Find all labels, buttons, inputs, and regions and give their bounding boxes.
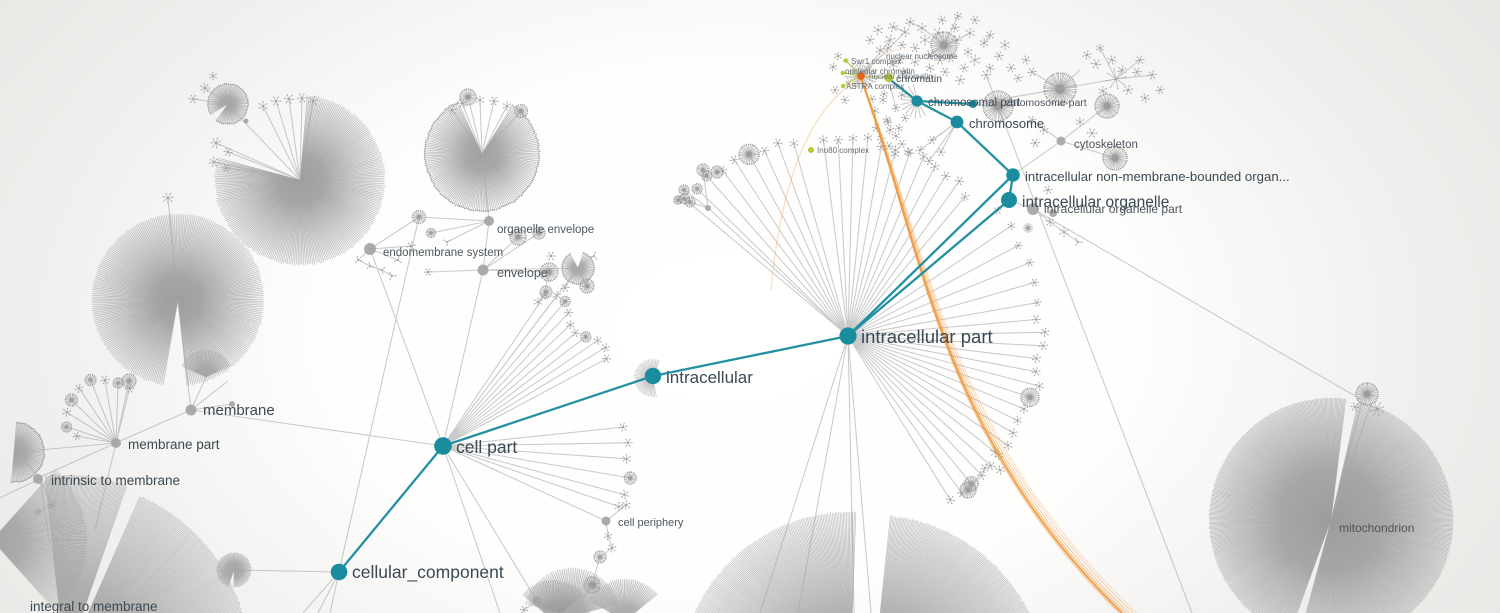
svg-text:cytoskeleton: cytoskeleton (1074, 139, 1138, 151)
svg-text:intracellular organelle: intracellular organelle (1022, 194, 1169, 211)
svg-text:intracellular non-membrane-bou: intracellular non-membrane-bounded organ… (1025, 169, 1290, 184)
svg-text:nuclear chromatin: nuclear chromatin (869, 72, 933, 81)
svg-text:chromosome: chromosome (969, 116, 1044, 131)
svg-text:cell periphery: cell periphery (618, 517, 684, 529)
svg-text:intrinsic to membrane: intrinsic to membrane (51, 473, 180, 488)
svg-text:chromatin: chromatin (896, 73, 942, 85)
svg-text:chromosome part: chromosome part (1005, 97, 1087, 109)
svg-text:integral to membrane: integral to membrane (30, 599, 158, 613)
svg-text:organelle envelope: organelle envelope (497, 224, 594, 236)
svg-text:chromosomal part: chromosomal part (928, 97, 1021, 109)
svg-text:intracellular organelle part: intracellular organelle part (1044, 202, 1183, 216)
svg-text:cellular_component: cellular_component (352, 562, 504, 583)
svg-text:nuclear nucleosome: nuclear nucleosome (886, 52, 958, 61)
svg-text:membrane: membrane (203, 402, 275, 419)
svg-text:Ino80 complex: Ino80 complex (817, 146, 869, 155)
svg-text:intracellular: intracellular (666, 368, 753, 387)
svg-text:endomembrane system: endomembrane system (383, 247, 503, 259)
svg-text:nucleolar chromatin: nucleolar chromatin (845, 67, 915, 76)
svg-text:membrane part: membrane part (128, 437, 220, 452)
svg-text:mitochondrion: mitochondrion (1339, 521, 1414, 535)
svg-text:cell part: cell part (456, 437, 517, 457)
svg-text:Swr1 complex: Swr1 complex (851, 57, 901, 66)
svg-text:ASTRA complex: ASTRA complex (846, 82, 904, 91)
svg-text:envelope: envelope (497, 266, 548, 280)
svg-text:intracellular part: intracellular part (861, 326, 993, 347)
